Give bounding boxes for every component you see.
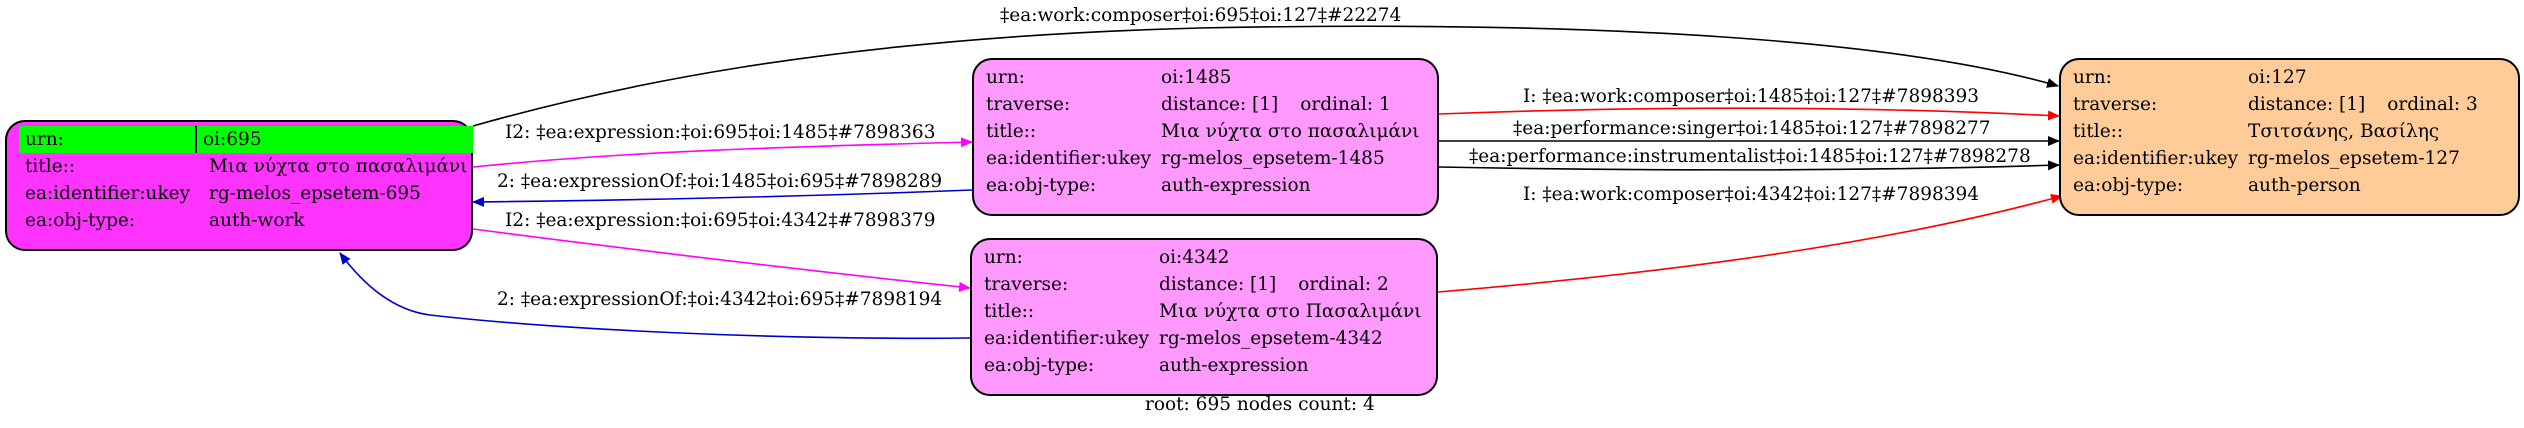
node-row-obj-type: ea:obj-type: auth-person bbox=[2073, 172, 2518, 199]
row-value-ordinal: ordinal: 1 bbox=[1300, 94, 1391, 115]
node-row-title: title:: Μια νύχτα στο Πασαλιμάνι bbox=[984, 298, 1436, 325]
row-value: rg-melos_epsetem-4342 bbox=[1159, 328, 1383, 349]
row-value: oi:695 bbox=[197, 126, 473, 153]
row-value: rg-melos_epsetem-695 bbox=[209, 183, 421, 204]
row-key: ea:identifier:ukey bbox=[25, 183, 191, 204]
row-value: auth-expression bbox=[1161, 175, 1311, 196]
row-key: ea:identifier:ukey bbox=[986, 148, 1152, 169]
row-value-ordinal: ordinal: 2 bbox=[1298, 274, 1389, 295]
row-value: distance: [1] bbox=[1161, 94, 1279, 115]
edge-label-695-to-1485: I2: ‡ea:expression:‡oi:695‡oi:1485‡#7898… bbox=[505, 122, 935, 143]
graph-footer: root: 695 nodes count: 4 bbox=[1145, 394, 1375, 415]
row-key: ea:obj-type: bbox=[25, 210, 136, 231]
node-row-ukey: ea:identifier:ukey rg-melos_epsetem-4342 bbox=[984, 325, 1436, 352]
row-value: Μια νύχτα στο Πασαλιμάνι bbox=[1159, 301, 1422, 322]
row-value: Μια νύχτα στο πασαλιμάνι bbox=[1161, 121, 1420, 142]
edge-label-4342-to-695: 2: ‡ea:expressionOf:‡oi:4342‡oi:695‡#789… bbox=[497, 289, 942, 310]
row-value: auth-work bbox=[209, 210, 305, 231]
node-row-obj-type: ea:obj-type: auth-work bbox=[19, 207, 471, 234]
edge-label-1485-to-127-singer: ‡ea:performance:singer‡oi:1485‡oi:127‡#7… bbox=[1513, 118, 1991, 139]
row-value: rg-melos_epsetem-127 bbox=[2248, 148, 2460, 169]
node-row-ukey: ea:identifier:ukey rg-melos_epsetem-695 bbox=[19, 180, 471, 207]
row-key: urn: bbox=[984, 247, 1023, 268]
edge-1485-to-695-expressionof bbox=[472, 189, 973, 207]
row-key: ea:obj-type: bbox=[984, 355, 1095, 376]
row-key: ea:identifier:ukey bbox=[2073, 148, 2239, 169]
edge-695-to-4342-expression bbox=[472, 228, 971, 292]
edge-695-to-1485-expression bbox=[472, 137, 973, 168]
edge-4342-to-127-composer bbox=[1437, 194, 2063, 293]
row-value: oi:127 bbox=[2248, 67, 2307, 88]
edge-4342-to-695-expressionof bbox=[339, 252, 971, 340]
edge-1485-to-127-composer bbox=[1438, 107, 2060, 121]
row-value: distance: [1] bbox=[2248, 94, 2366, 115]
row-key: urn: bbox=[986, 67, 1025, 88]
edge-label-695-to-4342: I2: ‡ea:expression:‡oi:695‡oi:4342‡#7898… bbox=[505, 210, 935, 231]
node-row-ukey: ea:identifier:ukey rg-melos_epsetem-1485 bbox=[986, 145, 1437, 172]
row-key: title:: bbox=[986, 121, 1037, 142]
row-value: rg-melos_epsetem-1485 bbox=[1161, 148, 1385, 169]
node-auth-person-127[interactable]: urn: oi:127 traverse: distance: [1] ordi… bbox=[2059, 58, 2520, 216]
node-row-obj-type: ea:obj-type: auth-expression bbox=[986, 172, 1437, 199]
node-row-urn: urn: oi:127 bbox=[2073, 64, 2518, 91]
node-auth-expression-4342[interactable]: urn: oi:4342 traverse: distance: [1] ord… bbox=[970, 238, 1438, 396]
row-key: traverse: bbox=[986, 94, 1071, 115]
node-auth-work-695[interactable]: urn: oi:695 title:: Μια νύχτα στο πασαλι… bbox=[5, 120, 473, 251]
row-key: ea:identifier:ukey bbox=[984, 328, 1150, 349]
edge-label-1485-to-127-composer: I: ‡ea:work:composer‡oi:1485‡oi:127‡#789… bbox=[1523, 86, 1979, 107]
row-value: oi:1485 bbox=[1161, 67, 1232, 88]
row-value: distance: [1] bbox=[1159, 274, 1277, 295]
node-row-traverse: traverse: distance: [1] ordinal: 2 bbox=[984, 271, 1436, 298]
node-row-urn: urn: oi:4342 bbox=[984, 244, 1436, 271]
row-value: oi:4342 bbox=[1159, 247, 1230, 268]
node-auth-expression-1485[interactable]: urn: oi:1485 traverse: distance: [1] ord… bbox=[972, 58, 1439, 216]
row-key: urn: bbox=[2073, 67, 2112, 88]
edge-label-695-to-127: ‡ea:work:composer‡oi:695‡oi:127‡#22274 bbox=[1000, 5, 1401, 26]
row-key: title:: bbox=[2073, 121, 2124, 142]
row-value: auth-expression bbox=[1159, 355, 1309, 376]
row-key: title:: bbox=[25, 156, 76, 177]
edge-label-1485-to-695: 2: ‡ea:expressionOf:‡oi:1485‡oi:695‡#789… bbox=[497, 171, 942, 192]
node-row-title: title:: Τσιτσάνης, Βασίλης bbox=[2073, 118, 2518, 145]
row-key: traverse: bbox=[2073, 94, 2158, 115]
node-row-title: title:: Μια νύχτα στο πασαλιμάνι bbox=[986, 118, 1437, 145]
edge-label-4342-to-127-composer: I: ‡ea:work:composer‡oi:4342‡oi:127‡#789… bbox=[1523, 184, 1979, 205]
row-value: Μια νύχτα στο πασαλιμάνι bbox=[209, 156, 468, 177]
row-value: Τσιτσάνης, Βασίλης bbox=[2248, 121, 2440, 142]
node-row-traverse: traverse: distance: [1] ordinal: 1 bbox=[986, 91, 1437, 118]
row-key: title:: bbox=[984, 301, 1035, 322]
row-key: urn: bbox=[19, 126, 197, 153]
row-key: traverse: bbox=[984, 274, 1069, 295]
edge-label-1485-to-127-instrumentalist: ‡ea:performance:instrumentalist‡oi:1485‡… bbox=[1469, 146, 2031, 167]
edge-1485-to-127-instrumentalist bbox=[1438, 160, 2060, 171]
node-row-obj-type: ea:obj-type: auth-expression bbox=[984, 352, 1436, 379]
edge-695-to-127-composer bbox=[472, 25, 2059, 127]
node-row-title: title:: Μια νύχτα στο πασαλιμάνι bbox=[19, 153, 471, 180]
row-key: ea:obj-type: bbox=[986, 175, 1097, 196]
node-row-ukey: ea:identifier:ukey rg-melos_epsetem-127 bbox=[2073, 145, 2518, 172]
row-value-ordinal: ordinal: 3 bbox=[2387, 94, 2478, 115]
node-row-traverse: traverse: distance: [1] ordinal: 3 bbox=[2073, 91, 2518, 118]
node-row-urn: urn: oi:1485 bbox=[986, 64, 1437, 91]
row-key: ea:obj-type: bbox=[2073, 175, 2184, 196]
node-row-urn: urn: oi:695 bbox=[19, 126, 473, 153]
row-value: auth-person bbox=[2248, 175, 2361, 196]
